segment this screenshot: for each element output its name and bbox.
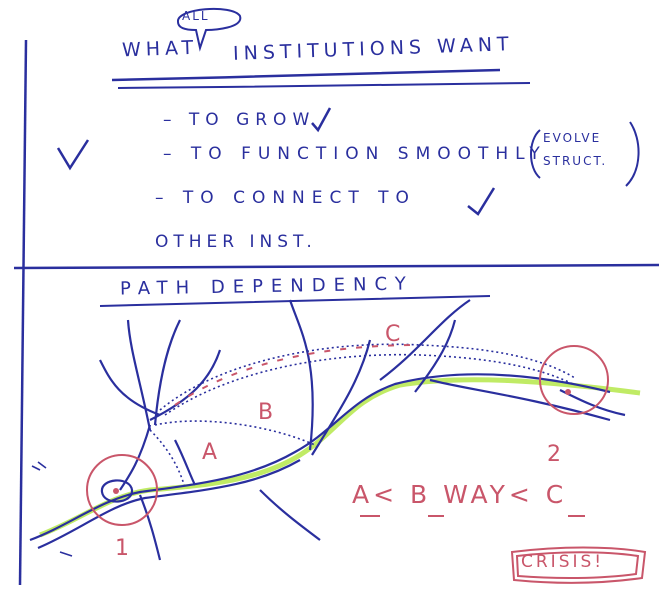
- branch: [429, 378, 611, 422]
- heading-underline-2: [117, 82, 531, 89]
- branch: [153, 319, 181, 426]
- badge-frame: [510, 546, 647, 584]
- want-item-other: OTHER INST.: [155, 232, 317, 252]
- branch: [99, 359, 161, 417]
- branch: [119, 424, 152, 491]
- section-underline: [99, 295, 491, 307]
- crisis-badge: CRISIS!: [521, 552, 605, 572]
- end-circle: [539, 345, 609, 415]
- want-item-function: – TO FUNCTION SMOOTHLY: [163, 144, 547, 164]
- check-mark: [56, 139, 90, 171]
- bracket-left: [530, 129, 541, 179]
- aside-struct: STRUCT.: [543, 154, 608, 168]
- bracket-right: [625, 121, 640, 187]
- aside-evolve: EVOLVE: [543, 131, 602, 145]
- insert-bubble: [177, 7, 242, 52]
- branch: [311, 339, 372, 456]
- main-path-bank: [37, 459, 301, 550]
- label-c: C: [385, 322, 401, 347]
- heading-underline: [111, 68, 501, 82]
- start-circle: [86, 454, 158, 526]
- route-c: [159, 343, 576, 411]
- check-mark: [311, 107, 332, 133]
- badge-frame-inner: [515, 551, 640, 580]
- branch: [174, 439, 196, 486]
- hatch-mark: [31, 461, 47, 471]
- branch: [138, 494, 162, 561]
- formula: A< B WAY< C: [352, 480, 568, 509]
- section-divider: [13, 263, 659, 270]
- check-mark: [467, 187, 496, 216]
- want-item-connect: – TO CONNECT TO: [155, 188, 416, 208]
- label-one: 1: [115, 536, 129, 561]
- branch: [414, 319, 457, 393]
- margin-line: [18, 39, 28, 586]
- label-a: A: [202, 440, 218, 465]
- label-two: 2: [547, 442, 561, 467]
- route-c-2: [164, 353, 576, 416]
- label-b: B: [258, 400, 274, 425]
- hatch-mark: [59, 551, 73, 557]
- small-circle: [100, 479, 134, 503]
- branch: [379, 299, 471, 381]
- aside-note: EVOLVE STRUCT.: [543, 127, 607, 173]
- end-point: [565, 389, 571, 395]
- route-b: [154, 420, 316, 446]
- heading-prefix: WHAT: [121, 36, 199, 62]
- heading-insert: ALL: [182, 9, 210, 23]
- want-item-grow: – TO GROW: [163, 110, 316, 130]
- route-c-overlay: [174, 344, 421, 406]
- branch: [259, 489, 321, 541]
- branch: [149, 349, 222, 421]
- start-point: [113, 488, 119, 494]
- branch: [288, 299, 314, 451]
- branch: [126, 319, 152, 431]
